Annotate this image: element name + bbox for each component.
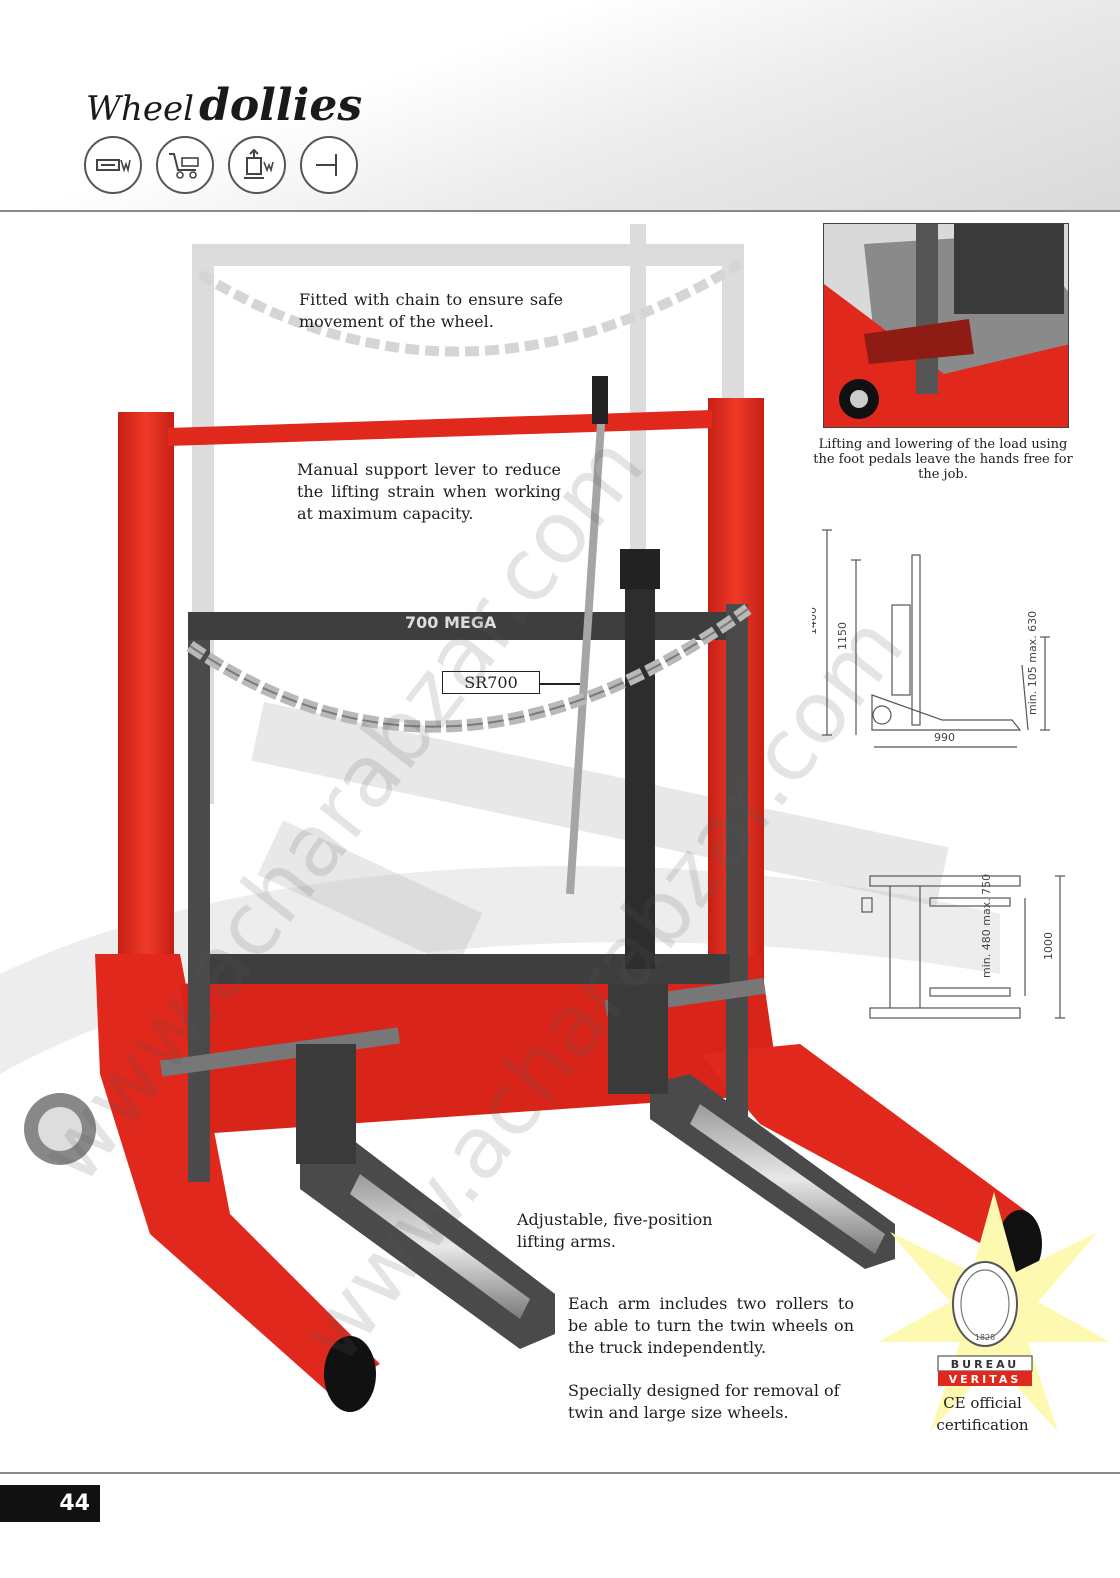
top-view-drawing: min. 480 max. 750 1000	[861, 874, 1065, 1019]
model-leader-line	[540, 683, 580, 685]
svg-text:1828: 1828	[975, 1333, 995, 1342]
footer-divider	[0, 1472, 1120, 1474]
brand-plate: 700 MEGA	[405, 613, 497, 632]
product-photo: 700 MEGA	[0, 224, 1042, 1412]
certification-caption: CE official certification	[936, 1394, 1029, 1434]
page-title: Wheel dollies	[86, 80, 362, 131]
stop-icon	[300, 136, 358, 194]
title-word-1: Wheel	[86, 89, 194, 129]
callout-chain: Fitted with chain to ensure safe movemen…	[299, 290, 563, 331]
model-label: SR700	[442, 671, 540, 694]
feature-icons	[84, 136, 358, 194]
inset-caption: Lifting and lowering of the load using t…	[813, 437, 1073, 482]
bureau-veritas-logo: 1828 BUREAU VERITAS	[935, 1260, 1035, 1394]
title-word-2: dollies	[199, 80, 363, 131]
trolley-icon	[156, 136, 214, 194]
capacity-icon	[84, 136, 142, 194]
dim-frame-height: 1150	[836, 622, 849, 650]
svg-text:VERITAS: VERITAS	[949, 1373, 1022, 1386]
inset-photo	[823, 223, 1069, 428]
dim-range: min. 105 max. 630	[1026, 611, 1039, 715]
lift-icon	[228, 136, 286, 194]
dim-total-height: 1400	[812, 607, 819, 635]
dim-arm-range: min. 480 max. 750	[980, 874, 993, 978]
page-number: 44	[0, 1485, 100, 1522]
dim-length: 990	[934, 731, 955, 744]
callout-rollers: Each arm includes two rollers to be able…	[568, 1294, 854, 1357]
callout-designed: Specially designed for removal of twin a…	[568, 1381, 840, 1422]
side-view-drawing: 1400 1150 990 min. 105 max. 630	[812, 529, 1050, 748]
callout-arms: Adjustable, five-position lifting arms.	[517, 1210, 713, 1251]
header-divider	[0, 210, 1120, 212]
svg-text:BUREAU: BUREAU	[951, 1358, 1019, 1371]
callout-lever: Manual support lever to reduce the lifti…	[297, 460, 561, 523]
dim-width: 1000	[1042, 932, 1055, 960]
